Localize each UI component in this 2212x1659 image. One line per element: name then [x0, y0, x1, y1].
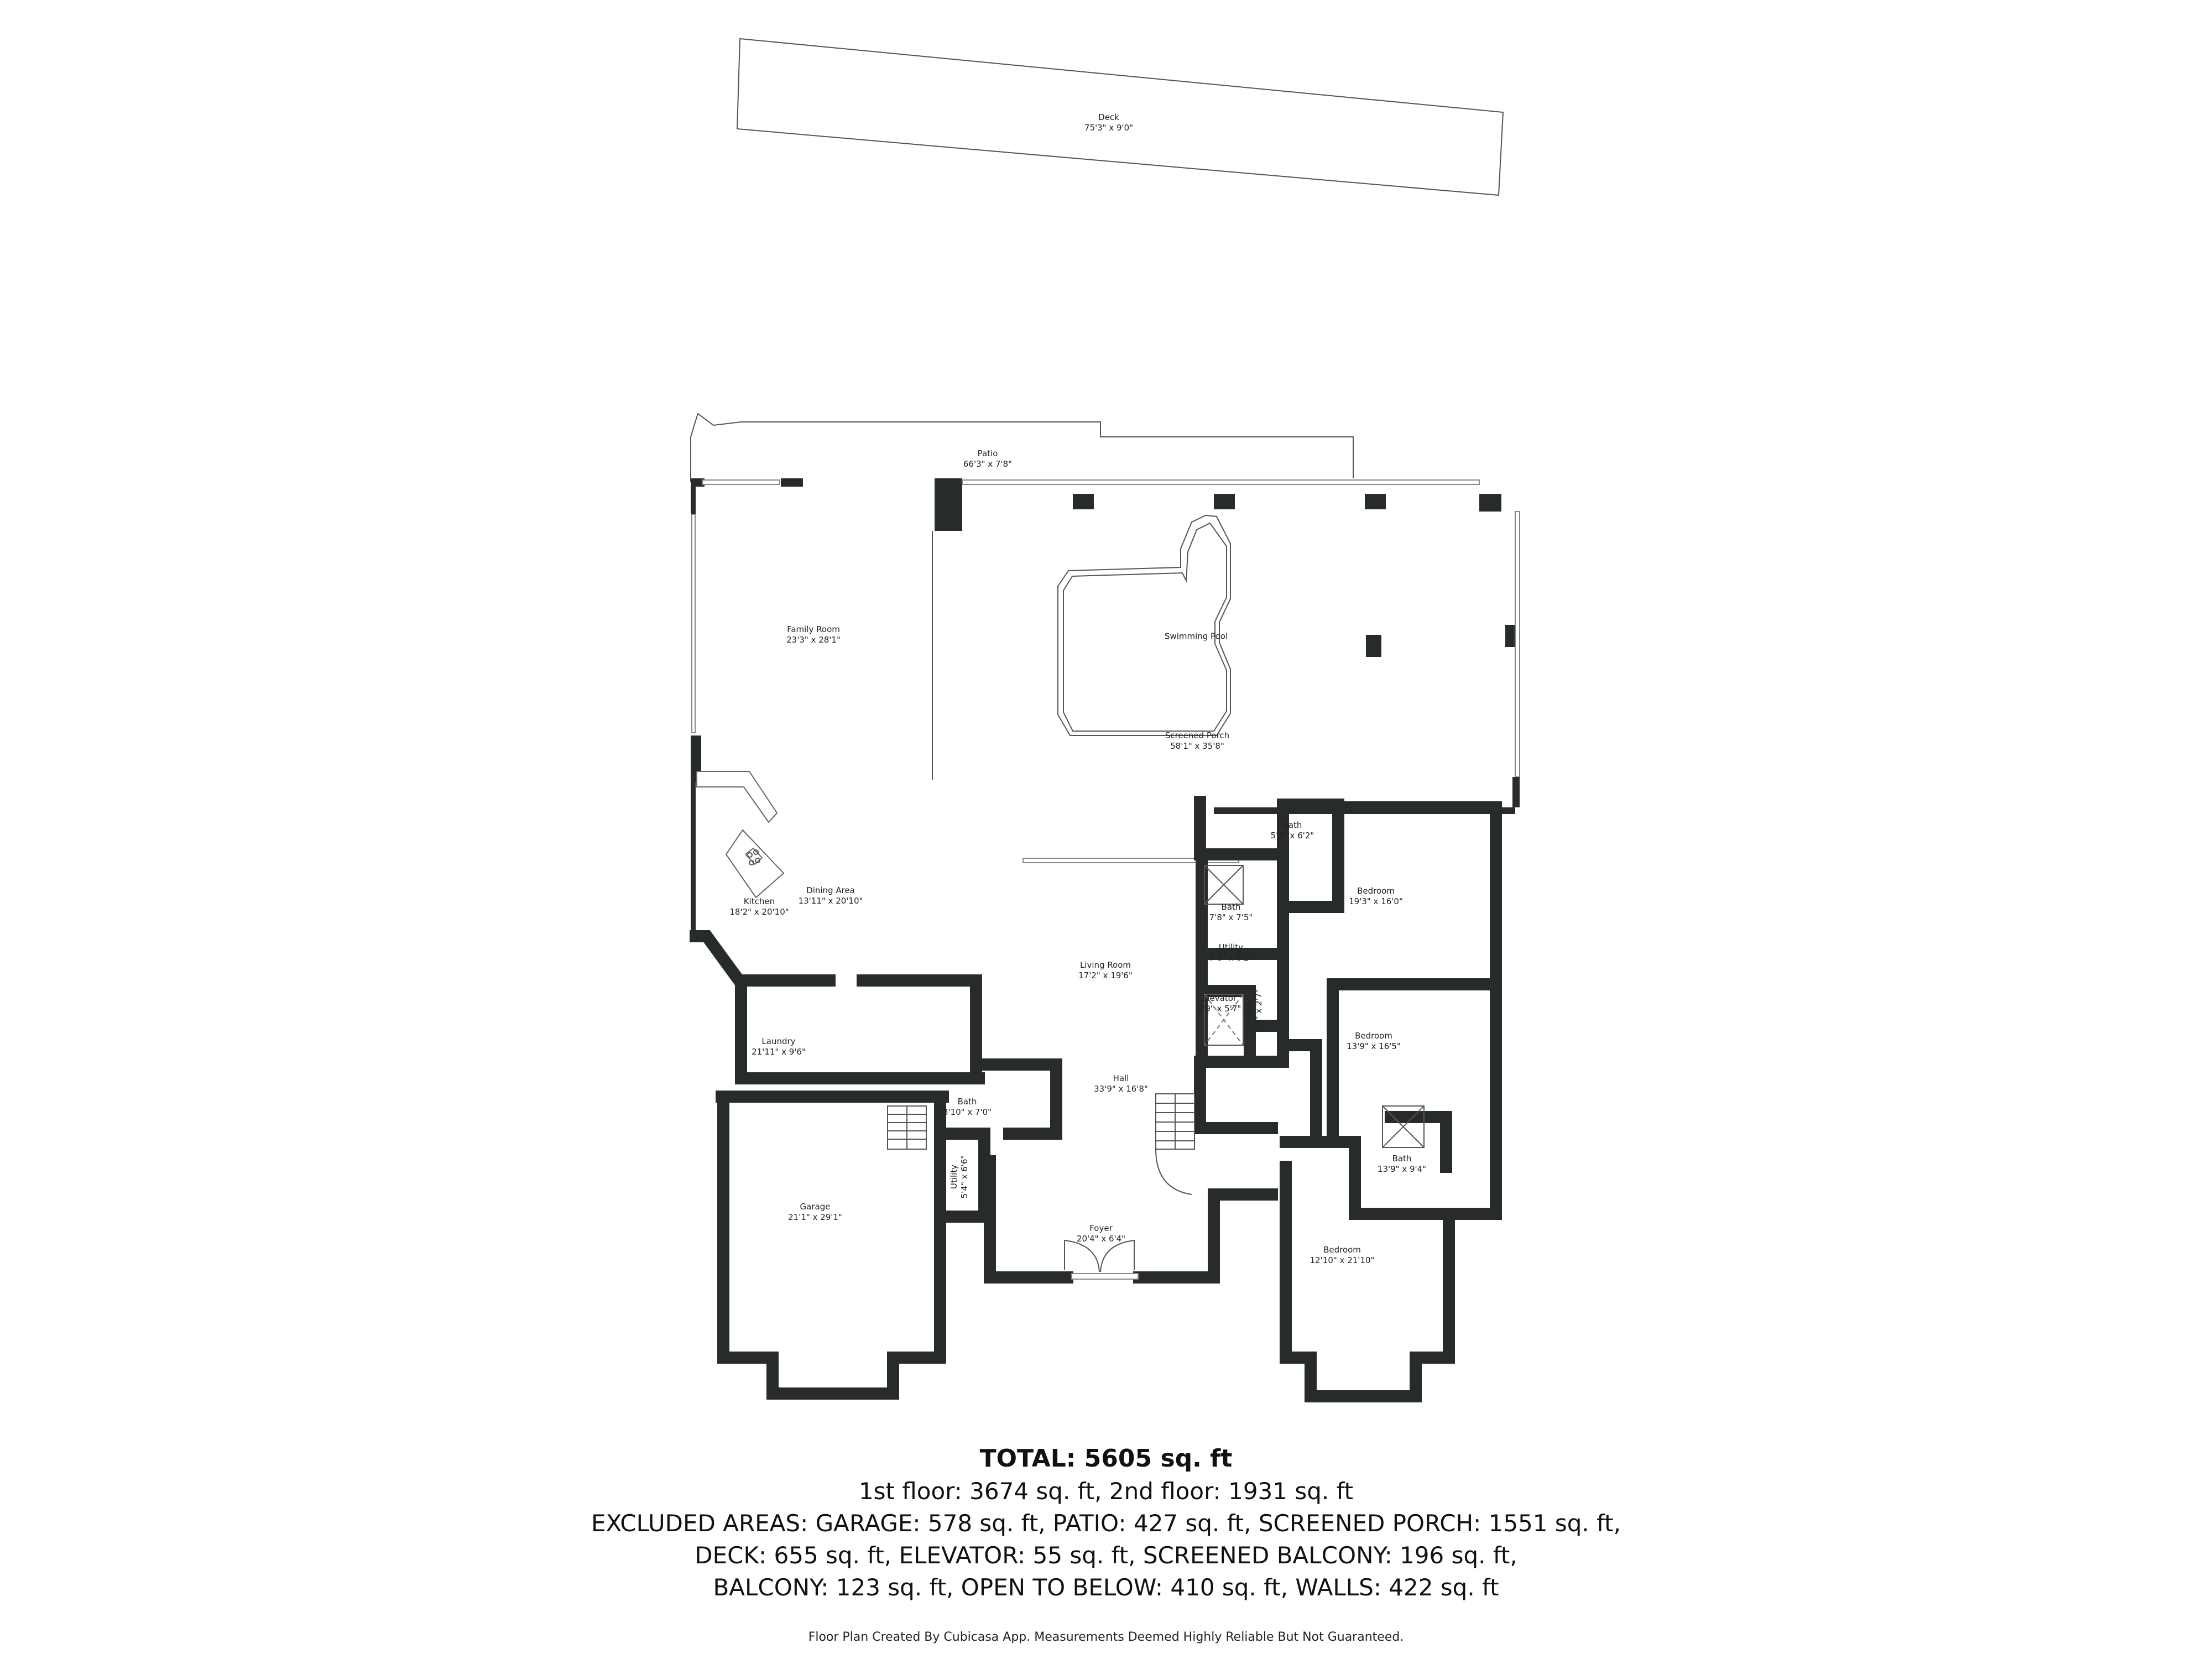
room-name: Bedroom — [1355, 1031, 1392, 1041]
room-dimensions: 19'3" x 16'0" — [1349, 896, 1403, 906]
room-label-swimming-pool: Swimming Pool — [1165, 632, 1228, 642]
room-name: Patio — [977, 448, 998, 458]
credit-disclaimer: Floor Plan Created By Cubicasa App. Meas… — [808, 1630, 1404, 1644]
room-name: Hall — [1113, 1073, 1129, 1083]
garage-staircase — [887, 1105, 927, 1150]
total-area: TOTAL: 5605 sq. ft — [979, 1444, 1233, 1473]
walls — [690, 478, 1520, 1402]
room-name: Deck — [1098, 112, 1119, 122]
room-name: Foyer — [1089, 1223, 1113, 1233]
room-name: Utility — [949, 1164, 959, 1190]
staircase — [1155, 1093, 1195, 1195]
patio-outline — [690, 413, 1354, 482]
room-name: Utility — [1218, 942, 1244, 952]
room-name: Bath — [1282, 820, 1302, 830]
room-name: Bedroom — [1323, 1245, 1361, 1255]
room-dimensions: 12'10" x 21'10" — [1310, 1255, 1375, 1265]
room-dimensions: 4'9" x 5'7" — [1197, 1004, 1241, 1014]
room-name: Utility — [1243, 998, 1253, 1024]
excluded-areas-line-3: BALCONY: 123 sq. ft, OPEN TO BELOW: 410 … — [713, 1574, 1499, 1601]
room-name: Bath — [957, 1097, 977, 1107]
room-name: Living Room — [1079, 960, 1131, 970]
room-dimensions: 75'3" x 9'0" — [1084, 123, 1134, 133]
room-dimensions: 21'11" x 9'6" — [752, 1047, 806, 1057]
room-dimensions: 8'10" x 7'0" — [942, 1107, 992, 1117]
elevator-shaft — [1204, 994, 1244, 1046]
kitchen-counter — [696, 771, 778, 823]
room-name: Bath — [1221, 902, 1241, 912]
front-double-door — [1064, 1239, 1135, 1272]
room-dimensions: 17'2" x 19'6" — [1078, 971, 1133, 980]
room-dimensions: 2'7" x 2'7" — [1254, 989, 1264, 1033]
floor-areas: 1st floor: 3674 sq. ft, 2nd floor: 1931 … — [858, 1478, 1354, 1505]
room-dimensions: 7'8" x 7'5" — [1209, 912, 1253, 922]
room-name: Family Room — [787, 624, 840, 634]
room-dimensions: 13'9" x 9'4" — [1377, 1164, 1427, 1174]
room-name: Laundry — [761, 1036, 796, 1046]
room-name: Kitchen — [743, 896, 775, 906]
cooktop-icon — [744, 847, 763, 865]
room-dimensions: 58'1" x 35'8" — [1170, 741, 1224, 751]
deck-outline — [736, 38, 1504, 196]
room-dimensions: 13'9" x 16'5" — [1347, 1041, 1401, 1051]
room-name: Garage — [800, 1202, 831, 1212]
room-dimensions: 5'3" x 6'2" — [1270, 831, 1314, 841]
room-dimensions: 20'4" x 6'4" — [1076, 1234, 1126, 1244]
room-name: Bath — [1392, 1154, 1412, 1164]
room-dimensions: 66'3" x 7'8" — [963, 459, 1013, 469]
room-dimensions: 7'8" x 6'2" — [1209, 953, 1253, 963]
room-name: Bedroom — [1357, 886, 1395, 896]
room-dimensions: 18'2" x 20'10" — [729, 907, 789, 917]
room-name: Dining Area — [806, 885, 855, 895]
room-name: Screened Porch — [1165, 731, 1230, 740]
shower-icon — [1204, 865, 1244, 905]
room-dimensions: 21'1" x 29'1" — [788, 1212, 842, 1222]
excluded-areas-line-1: EXCLUDED AREAS: GARAGE: 578 sq. ft, PATI… — [591, 1510, 1621, 1537]
room-name: Swimming Pool — [1164, 631, 1228, 641]
room-dimensions: 5'4" x 6'6" — [959, 1155, 969, 1199]
room-dimensions: 13'11" x 20'10" — [798, 896, 863, 906]
room-dimensions: 33'9" x 16'8" — [1094, 1084, 1148, 1094]
room-name: Elevator — [1202, 993, 1237, 1003]
shower-icon — [1382, 1105, 1425, 1148]
room-dimensions: 23'3" x 28'1" — [786, 635, 841, 645]
swimming-pool-outline — [1057, 514, 1231, 736]
excluded-areas-line-2: DECK: 655 sq. ft, ELEVATOR: 55 sq. ft, S… — [695, 1542, 1517, 1569]
